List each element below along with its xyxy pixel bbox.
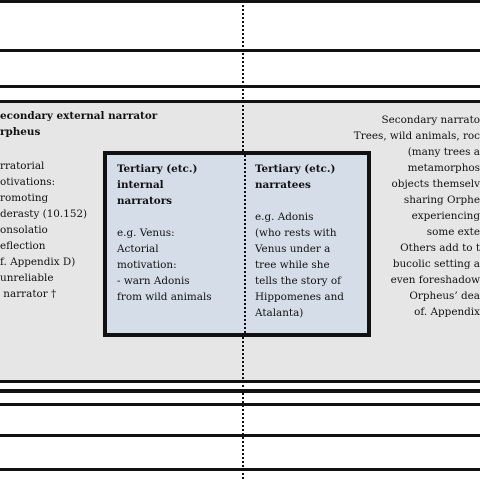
inner-right-body: e.g. Adonis (who rests with Venus under … [255, 211, 344, 319]
left-narrator-body: rratorial otivations: romoting derasty (… [0, 160, 88, 300]
center-divider-top [242, 0, 244, 151]
inner-divider [244, 155, 246, 333]
tertiary-box: Tertiary (etc.) internal narrators e.g. … [103, 151, 371, 337]
inner-left-body: e.g. Venus: Actorial motivation: - warn … [117, 227, 212, 303]
bottom-rule-2 [0, 403, 480, 406]
bottom-rule-4 [0, 468, 480, 471]
inner-left-heading: Tertiary (etc.) internal narrators [117, 163, 198, 207]
bottom-rule-3 [0, 434, 480, 437]
bottom-rule-1 [0, 389, 480, 393]
left-narrator-heading: econdary external narrator rpheus [0, 110, 158, 138]
panel-bottom-rule [0, 380, 480, 383]
top-rule-1 [0, 0, 480, 3]
top-rule-2 [0, 49, 480, 52]
center-divider-bottom [242, 337, 244, 479]
inner-right-heading: Tertiary (etc.) narratees [255, 163, 336, 191]
right-narrator-text: Secondary narrato Trees, wild animals, r… [353, 114, 480, 318]
top-rule-3 [0, 85, 480, 88]
panel-top-rule [0, 100, 480, 103]
